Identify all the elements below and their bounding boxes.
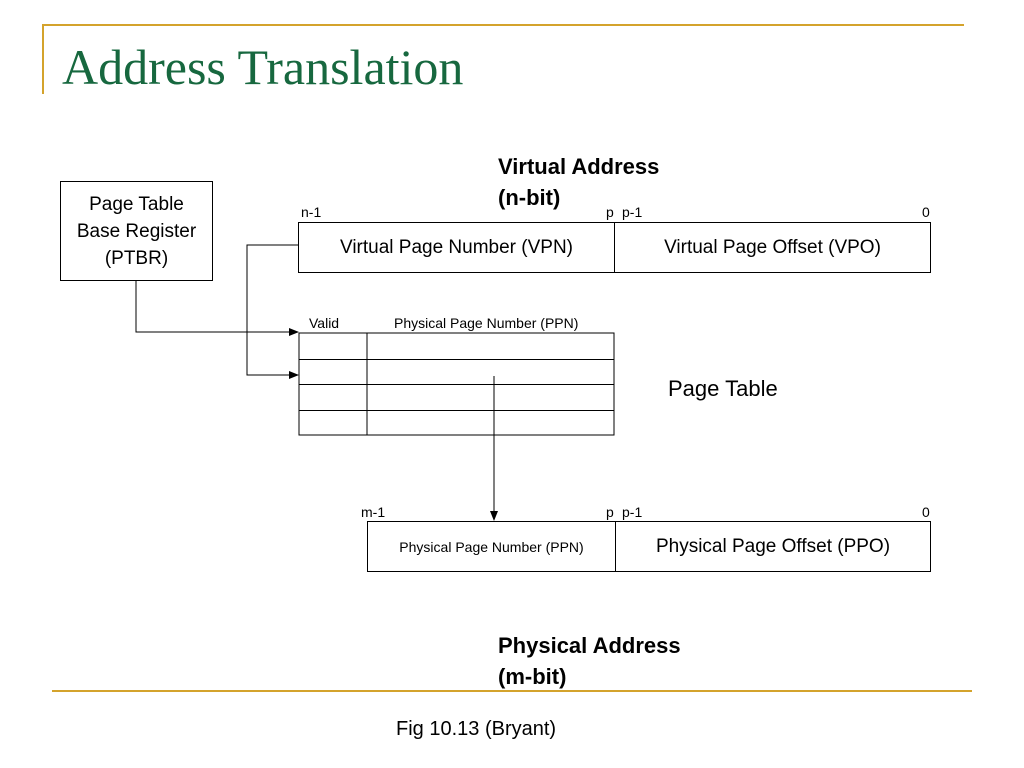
pa-bit-p: p (606, 504, 614, 520)
ppn-field: Physical Page Number (PPN) (368, 522, 616, 571)
vpn-field: Virtual Page Number (VPN) (299, 223, 615, 272)
va-bit-p-minus-1: p-1 (622, 204, 643, 220)
pa-bit-high: m-1 (361, 504, 386, 520)
vpn-index-arrow (246, 244, 299, 379)
physical-address-box: Physical Page Number (PPN) Physical Page… (367, 521, 931, 572)
vpo-field: Virtual Page Offset (VPO) (664, 236, 881, 258)
va-bit-low: 0 (922, 204, 930, 220)
ptbr-line1: Page Table (89, 193, 184, 215)
ptbr-arrow (135, 281, 299, 336)
virtual-address-heading-line2: (n-bit) (498, 185, 561, 210)
virtual-address-heading-line1: Virtual Address (498, 154, 660, 179)
virtual-address-box: Virtual Page Number (VPN) Virtual Page O… (298, 222, 931, 273)
pa-bit-low: 0 (922, 504, 930, 520)
top-accent-rule (42, 24, 964, 26)
slide-title: Address Translation (62, 39, 464, 95)
ptbr-box: Page Table Base Register (PTBR) (60, 181, 213, 281)
physical-address-heading-line2: (m-bit) (498, 664, 567, 689)
ppo-field: Physical Page Offset (PPO) (655, 535, 891, 557)
page-table-label: Page Table (668, 376, 778, 401)
ptbr-line3: (PTBR) (104, 247, 169, 269)
va-bit-high: n-1 (301, 204, 322, 220)
virtual-address-heading: Virtual Address (n-bit) (498, 151, 659, 213)
va-bit-p: p (606, 204, 614, 220)
left-accent-rule (42, 24, 44, 94)
physical-address-heading-line1: Physical Address (498, 633, 681, 658)
page-table-ppn-header: Physical Page Number (PPN) (394, 315, 579, 331)
physical-address-heading: Physical Address (m-bit) (498, 630, 681, 692)
pa-bit-p-minus-1: p-1 (622, 504, 643, 520)
ptbr-line2: Base Register (76, 220, 197, 242)
figure-caption: Fig 10.13 (Bryant) (396, 718, 557, 740)
bottom-accent-rule (52, 690, 972, 692)
page-table-rows (299, 359, 614, 411)
page-table-valid-header: Valid (309, 315, 340, 331)
